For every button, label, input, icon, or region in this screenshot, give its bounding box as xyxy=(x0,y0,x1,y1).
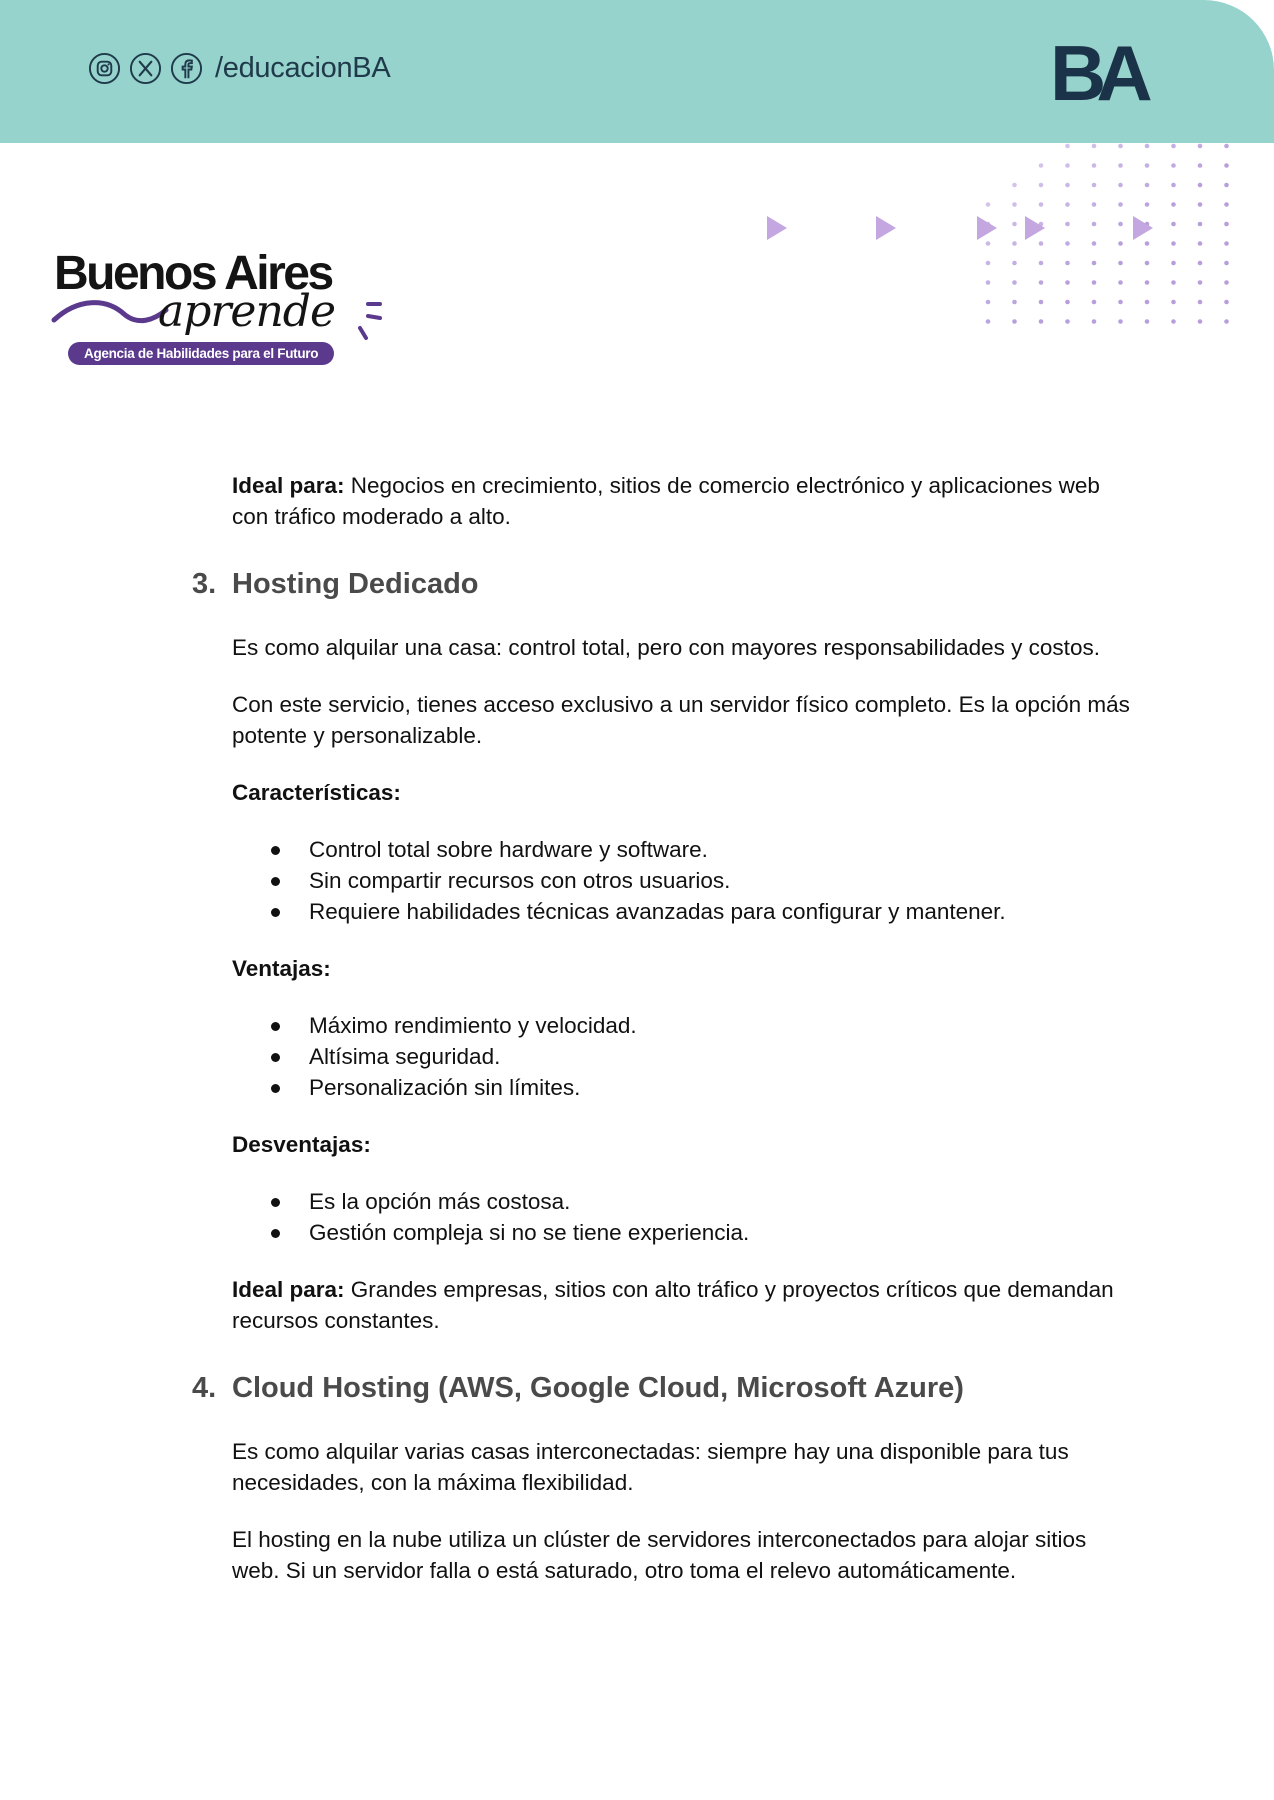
paragraph: Es como alquilar una casa: control total… xyxy=(232,635,1100,660)
list-item: Altísima seguridad. xyxy=(271,1041,1132,1072)
ba-logo: BA xyxy=(1050,42,1161,104)
section-number: 4. xyxy=(192,1372,217,1404)
ideal-for-dedicated: Ideal para: Grandes empresas, sitios con… xyxy=(232,1274,1132,1336)
ideal-for-label: Ideal para: xyxy=(232,473,345,498)
paragraph: Es como alquilar varias casas interconec… xyxy=(232,1439,1069,1495)
facebook-icon[interactable] xyxy=(170,52,203,85)
section-heading-dedicated: 3. Hosting Dedicado xyxy=(192,566,1132,602)
list-item: Requiere habilidades técnicas avanzadas … xyxy=(271,896,1132,927)
section-number: 3. xyxy=(192,568,217,600)
paragraph: El hosting en la nube utiliza un clúster… xyxy=(232,1527,1087,1583)
list-item: Control total sobre hardware y software. xyxy=(271,834,1132,865)
ideal-for-label: Ideal para: xyxy=(232,1277,345,1302)
ideal-for-intro: Ideal para: Negocios en crecimiento, sit… xyxy=(232,470,1132,532)
features-label: Características: xyxy=(232,780,401,805)
list-item: Personalización sin límites. xyxy=(271,1072,1132,1103)
pros-label: Ventajas: xyxy=(232,956,331,981)
social-handle[interactable]: /educacionBA xyxy=(215,52,391,84)
features-list: Control total sobre hardware y software.… xyxy=(232,834,1132,927)
pros-list: Máximo rendimiento y velocidad. Altísima… xyxy=(232,1010,1132,1103)
page-header: /educacionBA BA xyxy=(0,0,1274,143)
list-item: Gestión compleja si no se tiene experien… xyxy=(271,1217,1132,1248)
ideal-for-text: Negocios en crecimiento, sitios de comer… xyxy=(232,473,1100,529)
cons-list: Es la opción más costosa. Gestión comple… xyxy=(232,1186,1132,1248)
list-item: Sin compartir recursos con otros usuario… xyxy=(271,865,1132,896)
ideal-for-text: Grandes empresas, sitios con alto tráfic… xyxy=(232,1277,1114,1333)
paragraph: Con este servicio, tienes acceso exclusi… xyxy=(232,692,1130,748)
section-title: Cloud Hosting (AWS, Google Cloud, Micros… xyxy=(232,1372,964,1404)
brand-title: Buenos Aires xyxy=(54,247,334,300)
svg-text:BA: BA xyxy=(1050,42,1151,104)
section-heading-cloud: 4. Cloud Hosting (AWS, Google Cloud, Mic… xyxy=(192,1370,1132,1406)
brand-tagline: Agencia de Habilidades para el Futuro xyxy=(68,342,335,365)
buenos-aires-aprende-logo: Buenos Aires aprende Agencia de Habilida… xyxy=(50,240,390,370)
x-icon[interactable] xyxy=(129,52,162,85)
social-links: /educacionBA xyxy=(88,52,391,85)
list-item: Es la opción más costosa. xyxy=(271,1186,1132,1217)
brand-script: aprende xyxy=(158,286,336,337)
document-content: Ideal para: Negocios en crecimiento, sit… xyxy=(192,470,1132,1612)
brand-swoosh xyxy=(51,300,382,340)
instagram-icon[interactable] xyxy=(88,52,121,85)
cons-label: Desventajas: xyxy=(232,1132,371,1157)
section-title: Hosting Dedicado xyxy=(232,568,479,600)
list-item: Máximo rendimiento y velocidad. xyxy=(271,1010,1132,1041)
